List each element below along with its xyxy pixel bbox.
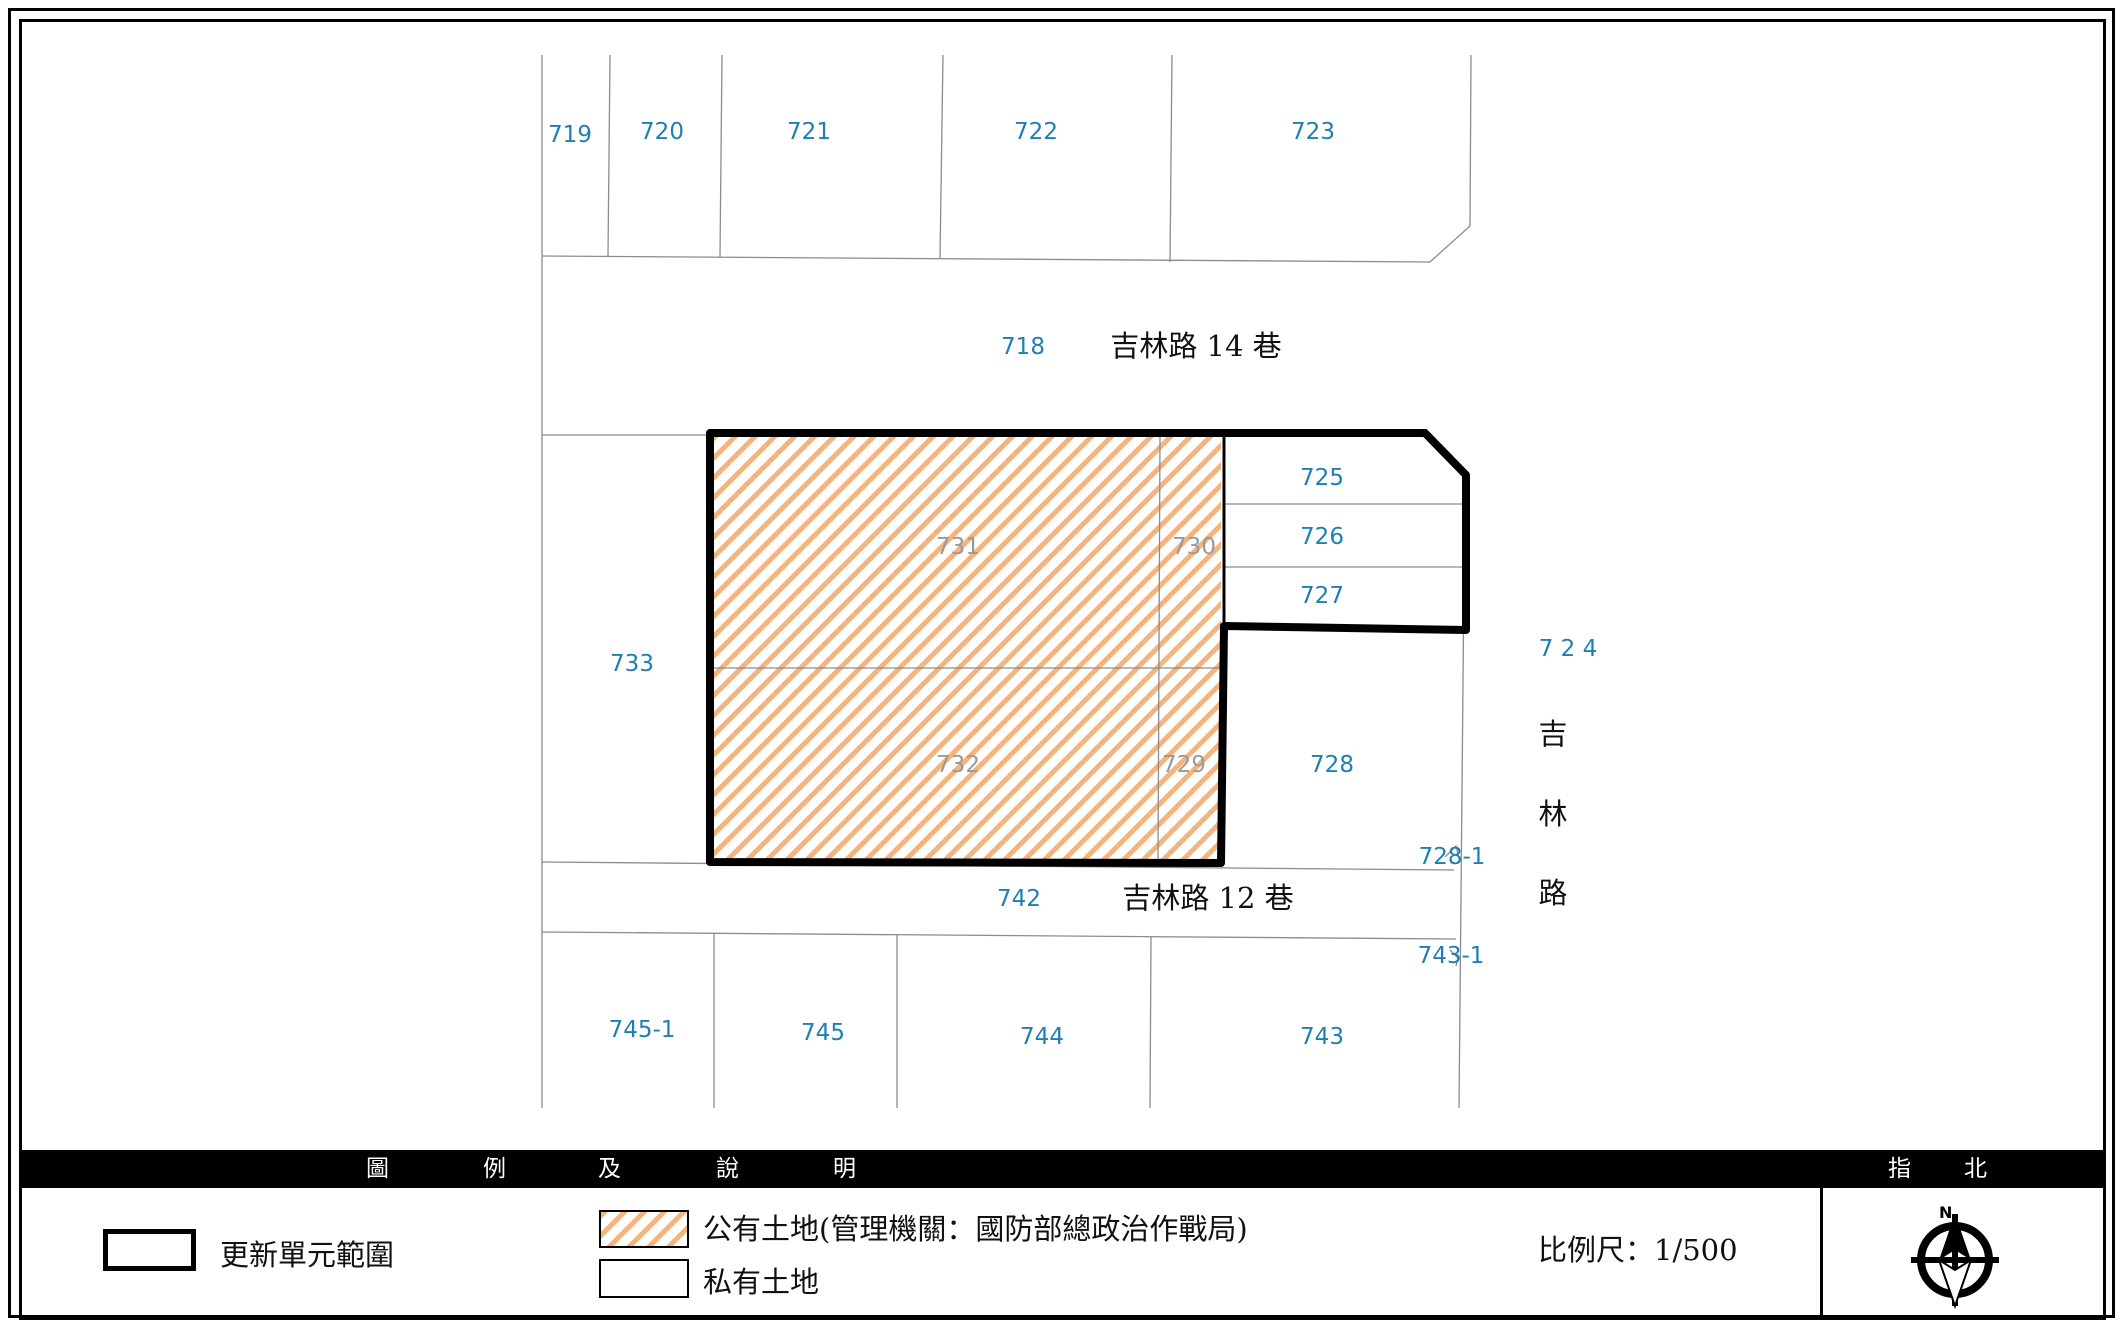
parcel-label: 745 [801, 1020, 845, 1046]
public-land-swatch [599, 1210, 689, 1248]
legend-header-char: 例 [483, 1156, 506, 1182]
parcel-label: 743 [1300, 1024, 1344, 1050]
renewal-boundary-label: 更新單元範圍 [220, 1238, 395, 1272]
legend-header-bar [22, 1150, 2106, 1188]
parcel-label: 729 [1162, 752, 1206, 778]
road-label-jilin-char: 林 [1538, 797, 1567, 831]
parcel-label: 723 [1291, 119, 1335, 145]
legend-divider [1820, 1150, 1823, 1318]
road-label-jilin-char: 路 [1538, 876, 1567, 910]
legend-header-char: 圖 [366, 1156, 389, 1182]
road-label-lane14: 吉林路 14 巷 [1110, 329, 1281, 363]
parcel-label: 742 [997, 886, 1041, 912]
parcel-label: 744 [1020, 1024, 1064, 1050]
private-land-swatch [599, 1259, 689, 1298]
map-outer-frame [8, 8, 2115, 1318]
parcel-label: 732 [936, 752, 980, 778]
parcel-label: 745-1 [609, 1017, 676, 1043]
parcel-label: 725 [1300, 465, 1344, 491]
parcel-label: 7 2 4 [1539, 636, 1598, 662]
renewal-unit-boundary [706, 429, 1470, 867]
parcel-label: 721 [787, 119, 831, 145]
parcel-boundaries [541, 54, 1472, 1109]
parcel-label: 733 [610, 651, 654, 677]
renewal-boundary-swatch [103, 1229, 196, 1271]
legend-header-char: 明 [833, 1156, 856, 1182]
parcel-label: 726 [1300, 524, 1344, 550]
legend-header-char: 說 [716, 1156, 739, 1182]
legend-header-char: 及 [598, 1156, 621, 1182]
parcel-label: 719 [548, 122, 592, 148]
public-land-label: 公有土地(管理機關：國防部總政治作戰局) [703, 1212, 1248, 1246]
north-header-char: 北 [1964, 1156, 1987, 1182]
parcel-label: 728 [1310, 752, 1354, 778]
public-land-area [710, 437, 1221, 862]
cadastral-map: 719 720 721 722 723 718 725 726 727 7 2 … [541, 54, 1598, 1109]
north-arrow-icon: N [1911, 1203, 1999, 1310]
road-label-lane12: 吉林路 12 巷 [1122, 881, 1293, 915]
north-header-char: 指 [1888, 1156, 1911, 1182]
svg-text:N: N [1939, 1203, 1952, 1222]
parcel-label: 728-1 [1419, 844, 1486, 870]
parcel-label: 720 [640, 119, 684, 145]
scale-label: 比例尺：1/500 [1538, 1233, 1738, 1267]
parcel-label: 722 [1014, 119, 1058, 145]
map-inner-frame [19, 19, 2106, 1320]
parcel-label: 731 [936, 534, 980, 560]
parcel-label: 718 [1001, 334, 1045, 360]
parcel-label: 743-1 [1418, 943, 1485, 969]
parcel-label: 730 [1172, 534, 1216, 560]
private-land-label: 私有土地 [703, 1265, 820, 1299]
parcel-label: 727 [1300, 583, 1344, 609]
road-label-jilin-char: 吉 [1538, 717, 1567, 751]
